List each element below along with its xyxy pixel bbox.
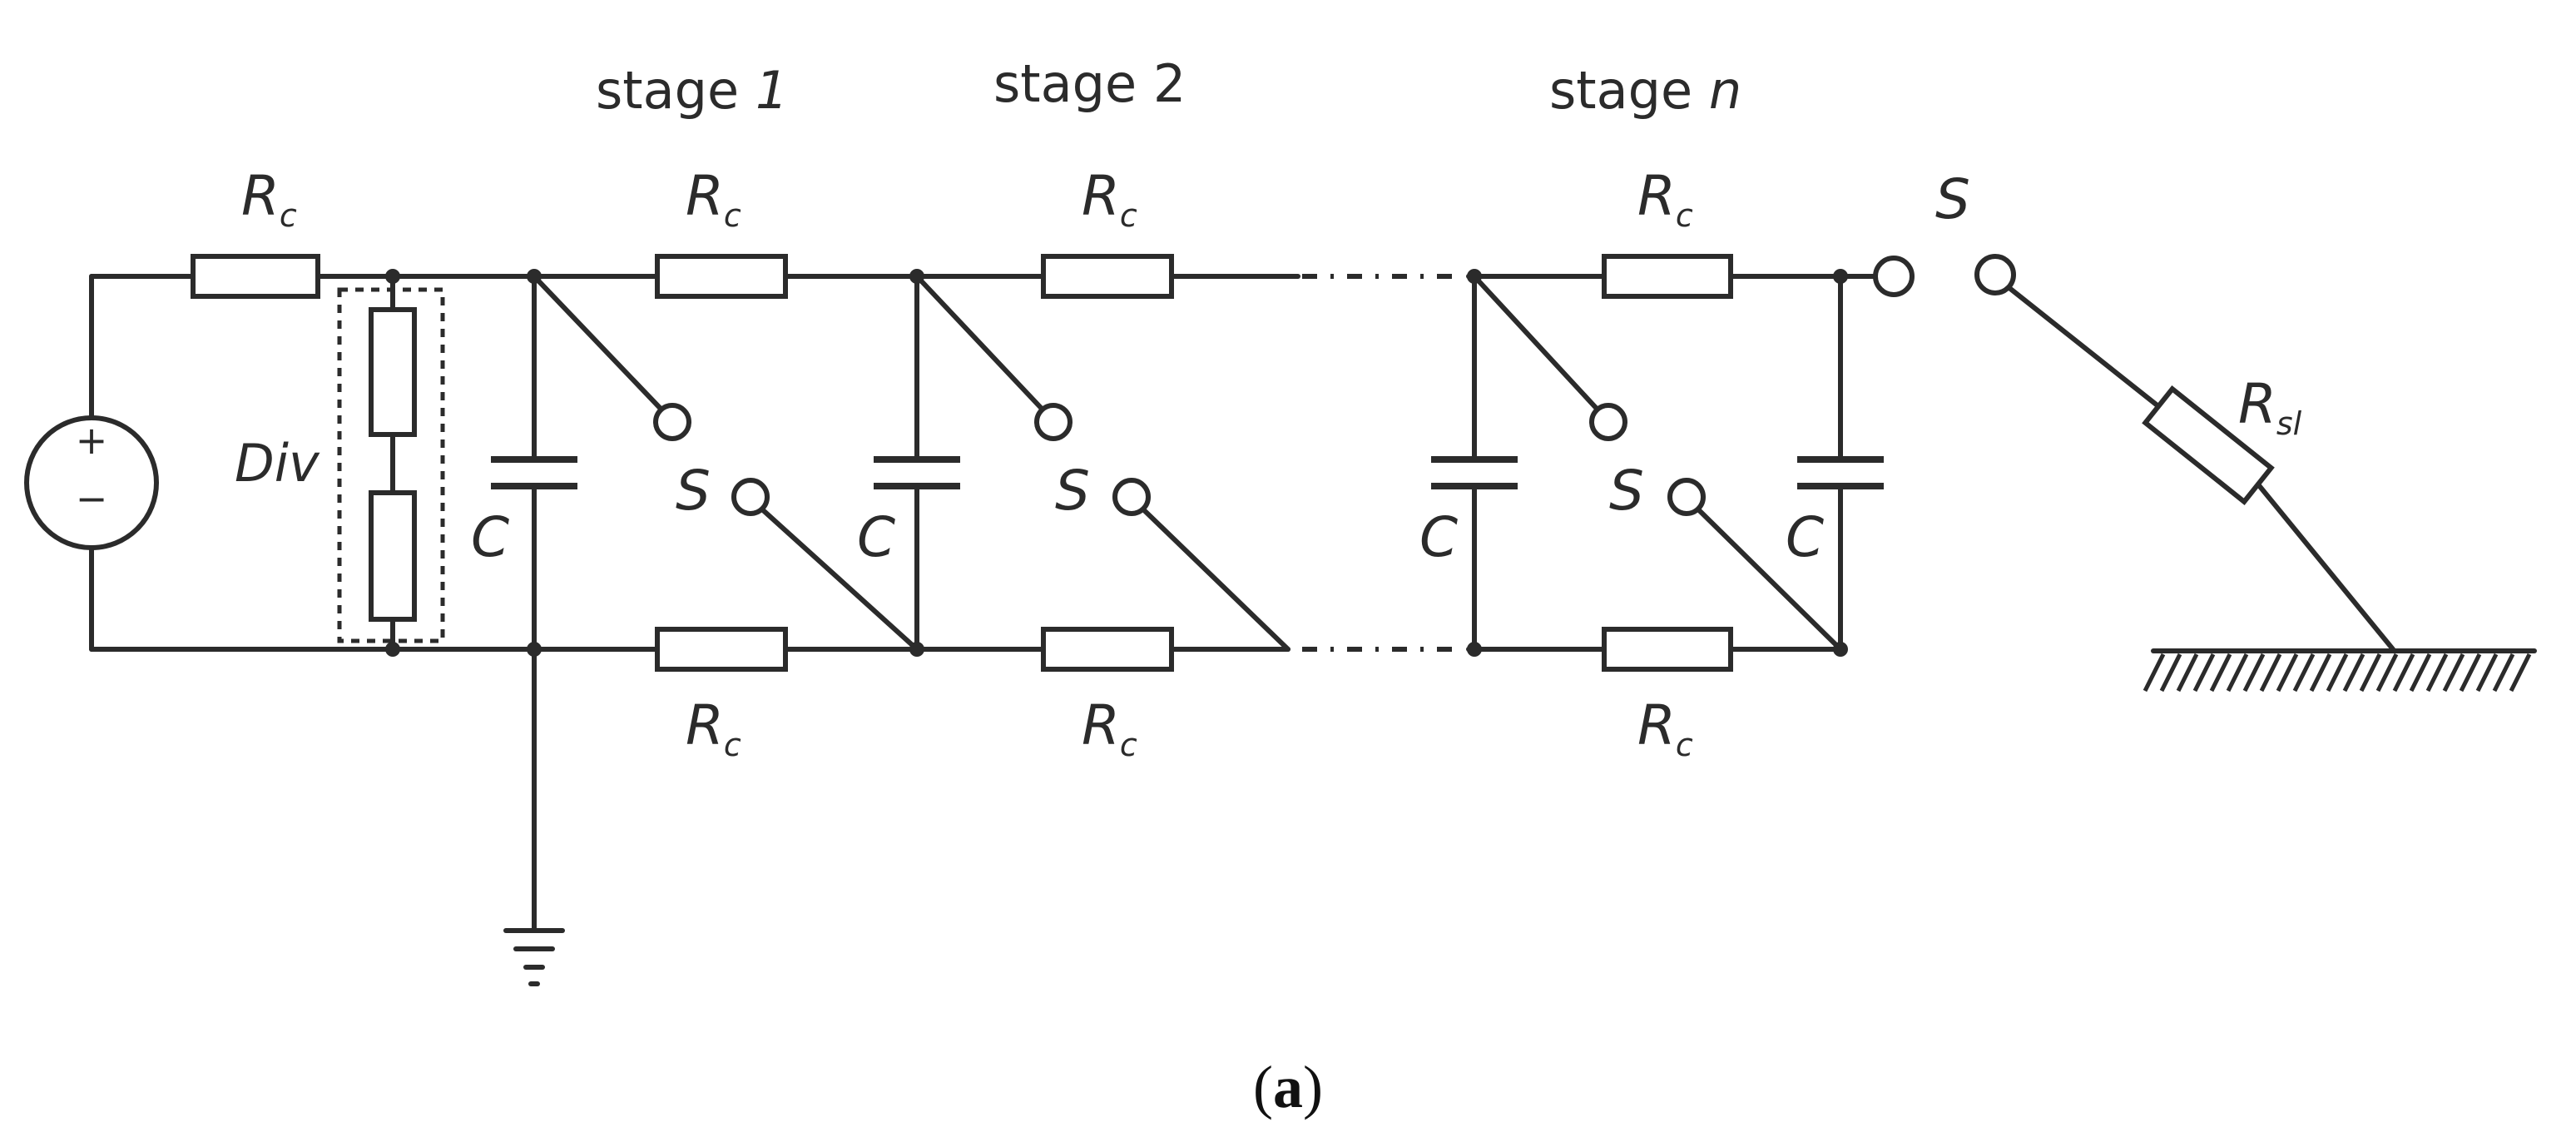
load-resistor — [2142, 385, 2395, 652]
rc-label-input: Rc — [241, 164, 297, 234]
resistor-stage1-top — [655, 254, 788, 299]
rc-label-stagen-top: Rc — [1637, 164, 1693, 234]
ground-hatch-mark — [2392, 653, 2415, 693]
rc-label-stage1-bottom: Rc — [686, 693, 741, 763]
ground-hatch-mark — [2475, 653, 2499, 693]
ground-hatch-mark — [2292, 653, 2316, 693]
voltage-divider — [337, 274, 445, 652]
resistor-input — [191, 254, 320, 299]
ground-hatch-mark — [2309, 653, 2332, 693]
source-minus-sign: − — [76, 476, 108, 521]
divider-dashed-box — [337, 287, 445, 643]
stage-2-label: stage 2 — [993, 53, 1186, 114]
ground-hatch-mark — [2326, 653, 2349, 693]
ground-hatch-mark — [2159, 653, 2182, 693]
div-label: Div — [235, 433, 320, 494]
capacitor-stage2 — [874, 274, 960, 652]
capacitor-stagen-right — [1797, 274, 1884, 652]
source-plus-sign: + — [76, 418, 108, 463]
ground-hatch-mark — [2509, 653, 2532, 693]
resistor-stage2-bottom — [1041, 627, 1174, 672]
c-label-stagen-left: C — [1419, 505, 1458, 569]
ground-hatch-mark — [2459, 653, 2482, 693]
resistor-stagen-top — [1602, 254, 1733, 299]
c-label-stage1: C — [471, 505, 509, 569]
figure-caption: (a) — [1253, 1054, 1323, 1120]
junction-dots — [385, 269, 1848, 657]
ground-hatch-mark — [2442, 653, 2465, 693]
load-ground — [2143, 648, 2537, 693]
output-switch — [1873, 254, 2161, 409]
switch-stage1 — [532, 274, 919, 652]
c-label-stage2: C — [857, 505, 895, 569]
ground-hatch-mark — [2242, 653, 2266, 693]
capacitor-stagen-left — [1431, 274, 1518, 652]
ground-hatch-mark — [2409, 653, 2432, 693]
rc-label-stage1-top: Rc — [686, 164, 741, 234]
s-label-stage1: S — [676, 459, 711, 523]
ground-hatching — [2143, 653, 2532, 693]
voltage-source: + − — [24, 274, 159, 652]
rc-label-stage2-top: Rc — [1082, 164, 1137, 234]
ground-hatch-mark — [2425, 653, 2449, 693]
ground-hatch-mark — [2226, 653, 2249, 693]
c-label-stagen-right: C — [1786, 505, 1824, 569]
s-label-stagen: S — [1609, 459, 1644, 523]
rc-label-stage2-bottom: Rc — [1082, 693, 1137, 763]
resistor-stagen-bottom — [1602, 627, 1733, 672]
ground-hatch-mark — [2143, 653, 2166, 693]
capacitor-stage1 — [491, 274, 577, 652]
ground-hatch-mark — [2359, 653, 2382, 693]
ground-hatch-mark — [2192, 653, 2216, 693]
ground-hatch-mark — [2492, 653, 2515, 693]
ground-hatch-mark — [2209, 653, 2232, 693]
rsl-label: Rsl — [2238, 372, 2302, 442]
switch-stagen — [1472, 274, 1843, 652]
s-label-stage2: S — [1055, 459, 1090, 523]
s-label-output: S — [1935, 167, 1970, 231]
resistor-stage1-bottom — [655, 627, 788, 672]
ground-hatch-mark — [2276, 653, 2299, 693]
resistor-stage2-top — [1041, 254, 1174, 299]
ground-hatch-mark — [2259, 653, 2282, 693]
switch-stage2 — [914, 274, 1290, 652]
ground-symbol — [503, 647, 565, 986]
stage-1-label: stage 1 — [596, 60, 788, 121]
ground-hatch-mark — [2176, 653, 2199, 693]
ground-hatch-mark — [2342, 653, 2365, 693]
ground-hatch-mark — [2375, 653, 2399, 693]
stage-n-label: stage n — [1549, 60, 1741, 121]
rc-label-stagen-bottom: Rc — [1637, 693, 1693, 763]
